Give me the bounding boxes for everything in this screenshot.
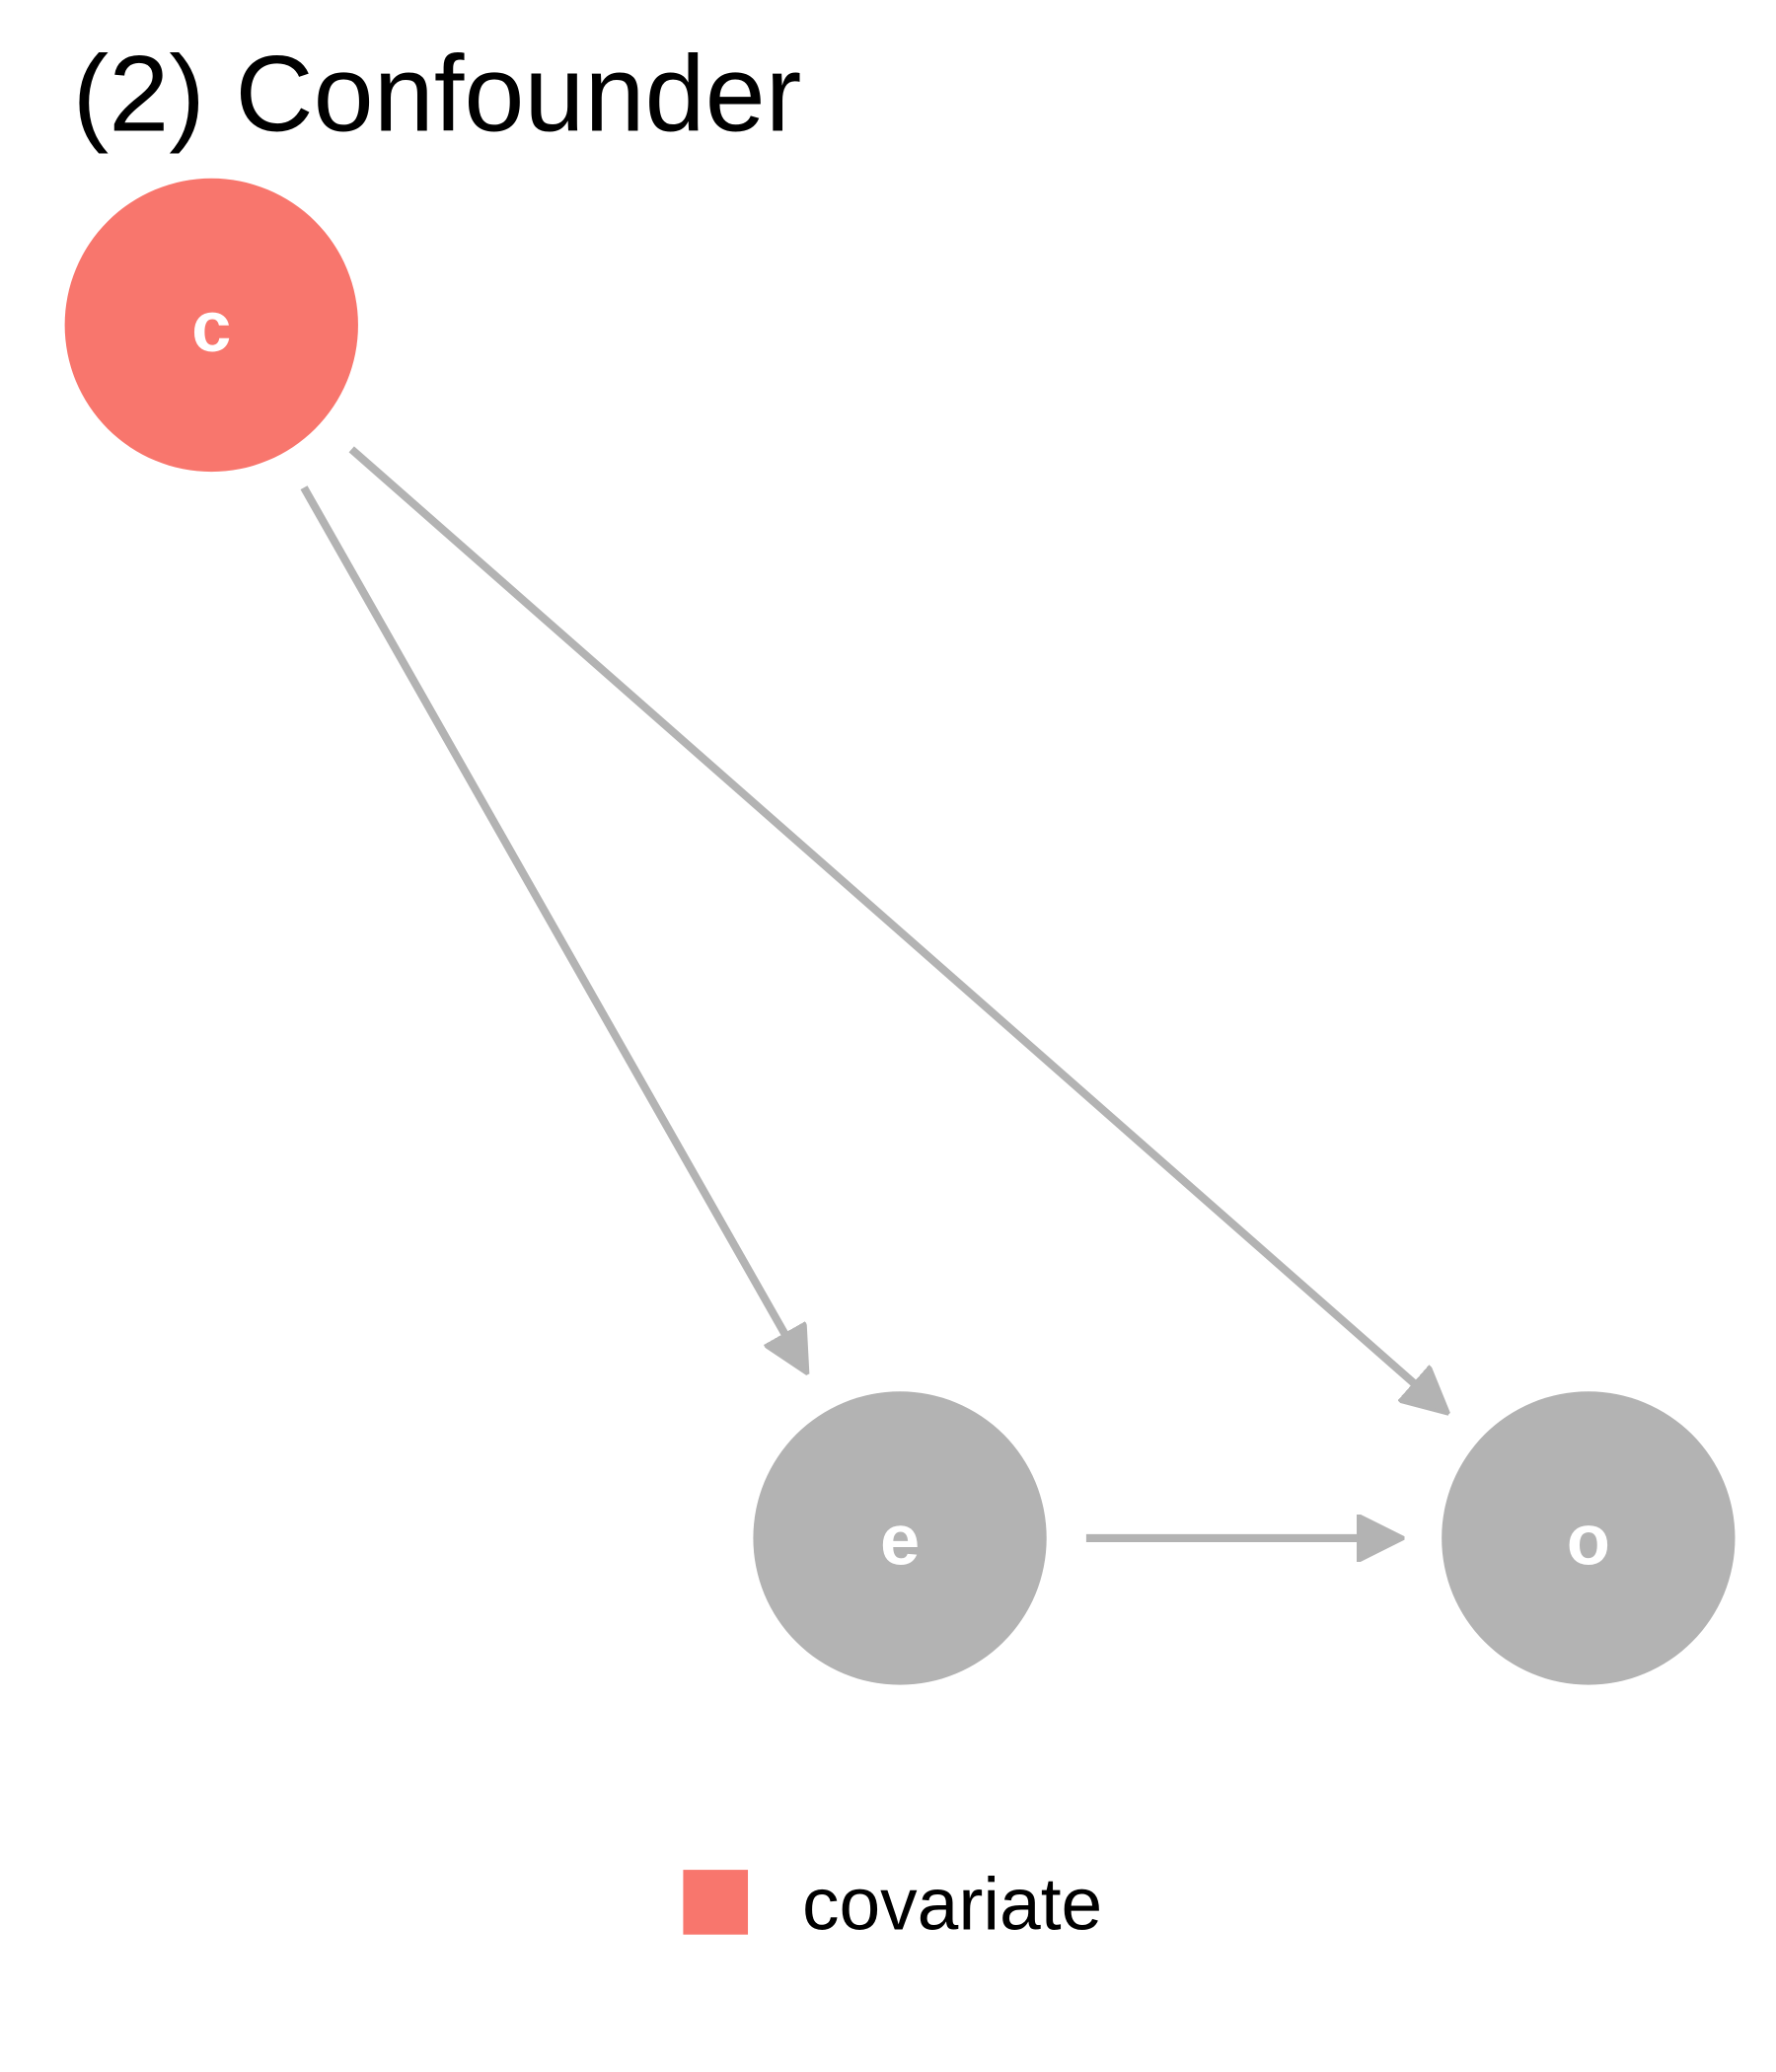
node-o-label: o: [1567, 1502, 1610, 1581]
node-e-label: e: [880, 1502, 920, 1581]
node-o: o: [1442, 1391, 1736, 1685]
diagram-title: (2) Confounder: [73, 35, 802, 155]
node-c: c: [64, 178, 358, 473]
node-e-circle: [753, 1391, 1047, 1685]
legend-label-covariate: covariate: [802, 1862, 1102, 1945]
node-o-circle: [1442, 1391, 1736, 1685]
legend-swatch-covariate: [683, 1870, 749, 1935]
node-c-label: c: [191, 288, 231, 367]
edge-c-to-e: [300, 485, 805, 1369]
node-c-circle: [64, 178, 358, 473]
node-e: e: [753, 1391, 1047, 1685]
legend: covariate: [683, 1862, 1102, 1945]
edge-c-to-o: [348, 446, 1444, 1410]
